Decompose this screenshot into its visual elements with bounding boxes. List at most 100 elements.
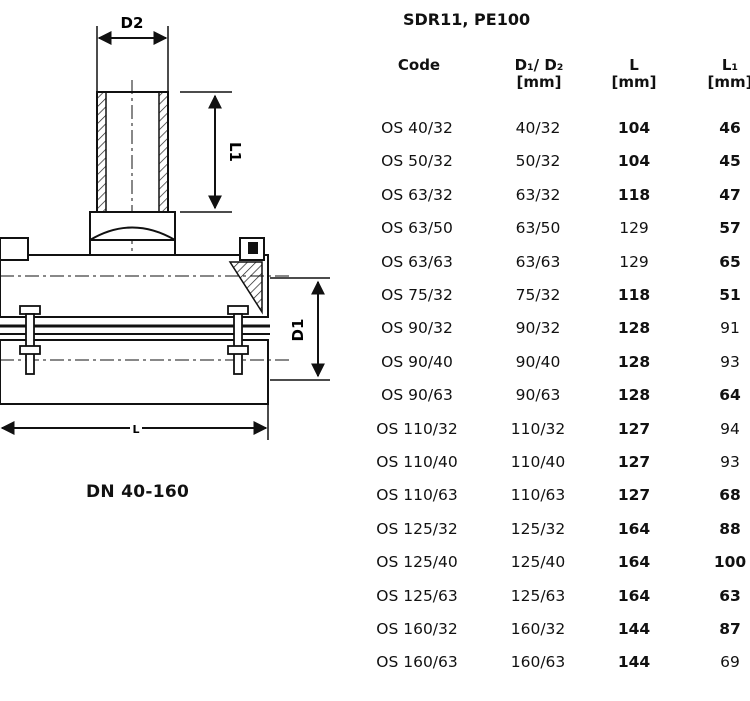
l-label: L [132, 423, 139, 436]
cell-l1: 65 [719, 252, 741, 271]
cell-code: OS 110/40 [376, 453, 458, 471]
cell-d: 110/32 [510, 419, 566, 438]
table-row: OS 63/32 63/32 118 47 [0, 179, 750, 212]
dimension-l: L [0, 404, 269, 440]
cell-l1: 93 [720, 352, 740, 371]
cell-code: OS 63/63 [381, 252, 453, 271]
header-d: D₁/ D₂ [mm] [494, 57, 584, 91]
cell-code: OS 63/32 [381, 185, 453, 204]
cell-d: 50/32 [515, 152, 561, 171]
cell-code: OS 75/32 [381, 286, 453, 304]
cell-l1: 47 [719, 185, 741, 204]
cell-code: OS 110/32 [376, 419, 458, 438]
table-row: OS 63/63 63/63 129 65 [0, 246, 750, 279]
cell-l1: 69 [720, 653, 740, 672]
cell-d: 160/63 [510, 653, 566, 672]
dimension-d2: D2 [96, 14, 169, 92]
cell-d: 90/63 [515, 386, 561, 405]
cell-l1: 94 [720, 419, 740, 438]
header-code-label: Code [397, 56, 441, 74]
cell-code: OS 90/40 [381, 352, 453, 371]
table-row: OS 110/32 110/32 127 94 [0, 413, 750, 446]
table-row: OS 90/40 90/40 128 93 [0, 346, 750, 379]
cell-d: 125/63 [510, 586, 566, 605]
header-l1-line2: [mm] [707, 73, 750, 91]
cell-l: 118 [617, 185, 651, 204]
cell-l: 118 [617, 286, 651, 304]
cell-l: 104 [617, 152, 651, 171]
table-row: OS 160/63 160/63 144 69 [0, 646, 750, 679]
cell-d: 110/63 [510, 486, 566, 505]
cell-l: 144 [617, 620, 651, 638]
cell-code: OS 90/32 [381, 319, 453, 338]
cell-l1: 68 [719, 486, 741, 505]
bolt-right [227, 305, 249, 375]
cell-d: 63/50 [515, 219, 561, 238]
dimension-d1: D1 [270, 277, 330, 381]
cell-l: 128 [617, 352, 651, 371]
header-code: Code [374, 57, 464, 74]
cell-l1: 87 [719, 620, 741, 638]
table-row: OS 125/40 125/40 164 100 [0, 546, 750, 579]
cell-code: OS 160/63 [376, 653, 458, 672]
dimension-l1: L1 [180, 91, 244, 213]
cell-code: OS 50/32 [381, 152, 453, 171]
header-l-line1: L [629, 56, 639, 74]
cell-l: 127 [617, 419, 651, 438]
d1-label: D1 [289, 319, 307, 342]
cell-code: OS 125/63 [376, 586, 458, 605]
cell-l1: 91 [720, 319, 740, 338]
table-row: OS 63/50 63/50 129 57 [0, 212, 750, 245]
cell-d: 110/40 [510, 453, 566, 471]
cell-l1: 51 [719, 286, 741, 304]
table-row: OS 75/32 75/32 118 51 [0, 279, 750, 312]
cell-l1: 57 [719, 219, 741, 238]
cell-l1: 64 [719, 386, 741, 405]
table-row: OS 160/32 160/32 144 87 [0, 613, 750, 646]
cell-l1: 100 [713, 553, 747, 572]
header-l1: L₁ [mm] [685, 57, 750, 91]
cell-l1: 93 [720, 453, 740, 471]
cell-code: OS 90/63 [381, 386, 453, 405]
cell-code: OS 63/50 [381, 219, 453, 238]
header-l1-line1: L₁ [721, 56, 739, 74]
technical-drawing: D2 L1 [0, 14, 330, 440]
table-row: OS 110/40 110/40 127 93 [0, 446, 750, 479]
header-l-line2: [mm] [611, 73, 657, 91]
spec-title: SDR11, PE100 [403, 10, 531, 29]
cell-d: 63/32 [515, 185, 561, 204]
cell-l: 104 [617, 119, 651, 137]
cell-l: 129 [619, 252, 649, 271]
cell-code: OS 160/32 [376, 620, 458, 638]
cell-code: OS 110/63 [376, 486, 458, 505]
cell-d: 125/40 [510, 553, 566, 572]
l1-label: L1 [226, 142, 244, 162]
cell-l: 144 [617, 653, 651, 672]
d2-label: D2 [121, 14, 144, 32]
cell-l: 164 [617, 553, 651, 572]
cell-d: 40/32 [515, 119, 561, 137]
cell-l: 127 [617, 453, 651, 471]
cell-d: 90/32 [515, 319, 561, 338]
cell-l: 164 [617, 519, 651, 538]
cell-d: 90/40 [515, 352, 561, 371]
cell-code: OS 125/40 [376, 553, 458, 572]
table-row: OS 110/63 110/63 127 68 [0, 479, 750, 512]
cell-d: 63/63 [515, 252, 561, 271]
cell-d: 160/32 [510, 620, 566, 638]
header-d-line2: [mm] [516, 73, 562, 91]
bolt-left [19, 305, 41, 375]
cell-l: 127 [617, 486, 651, 505]
cell-l1: 46 [719, 119, 741, 137]
cell-l: 164 [617, 586, 651, 605]
saddle-body [0, 237, 290, 405]
cell-code: OS 125/32 [376, 519, 458, 538]
cell-l: 129 [619, 219, 649, 238]
cell-d: 75/32 [515, 286, 561, 304]
